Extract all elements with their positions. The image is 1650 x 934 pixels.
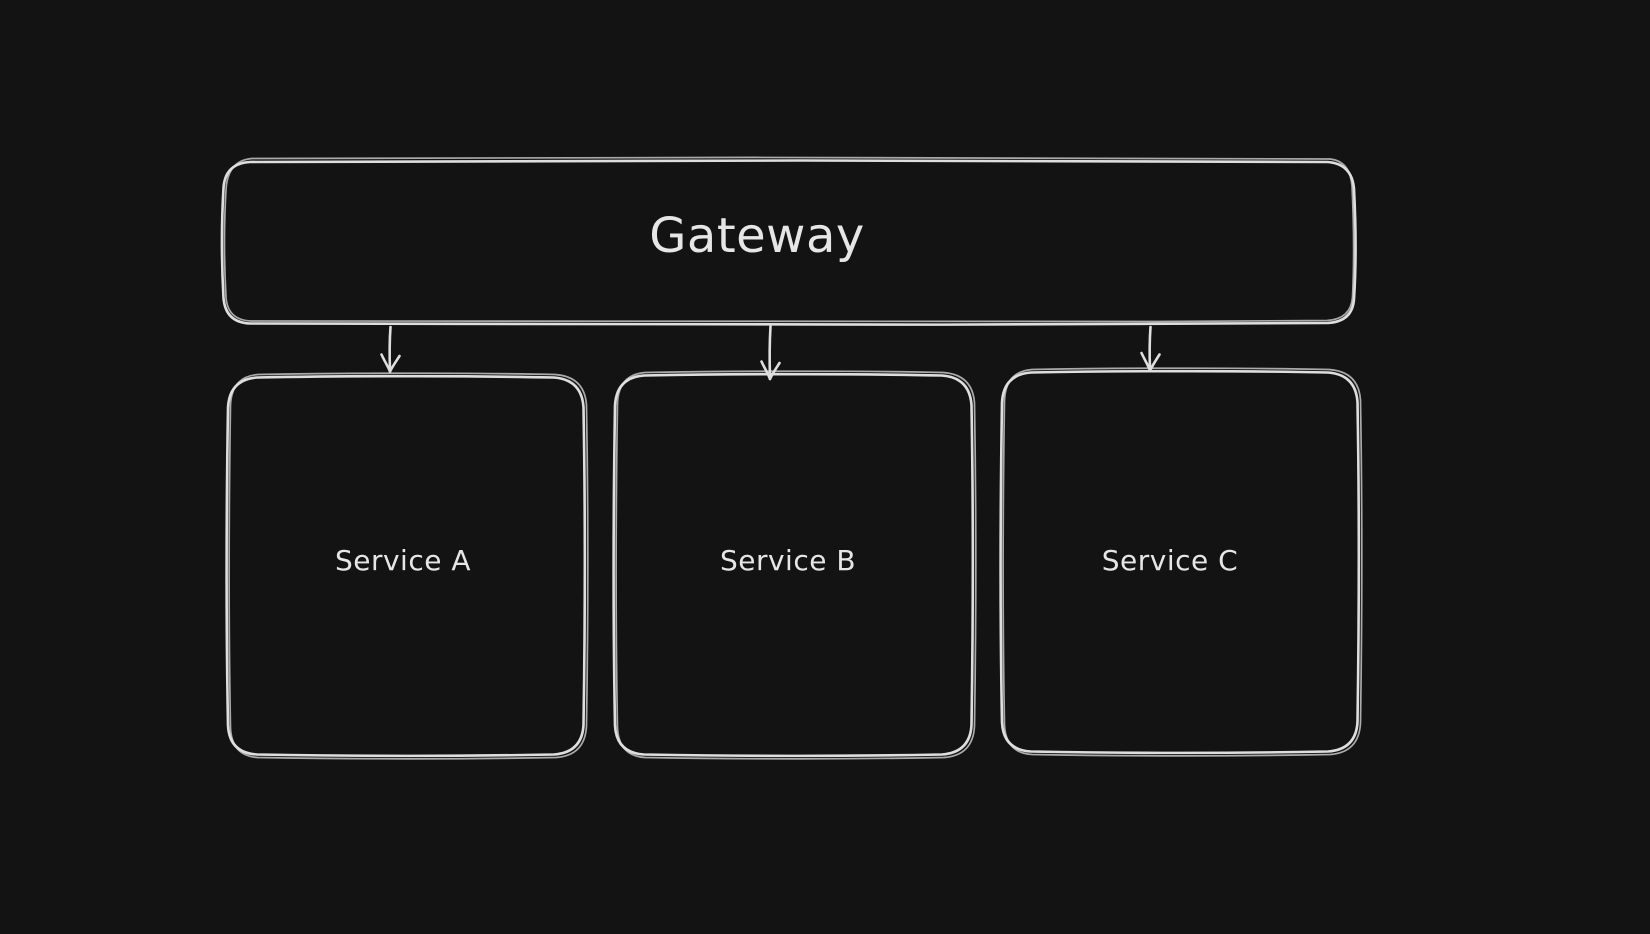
node-service-c-label: Service C xyxy=(1102,544,1238,577)
node-service-b-label: Service B xyxy=(720,544,856,577)
service-b-box-outline-2 xyxy=(615,370,977,760)
arrowhead-right xyxy=(1148,353,1161,372)
node-service-c: Service C xyxy=(999,367,1363,757)
service-a-box-outline-2 xyxy=(228,372,589,760)
service-c-box-outline-2 xyxy=(1002,367,1363,757)
service-c-box-outline xyxy=(999,369,1361,755)
gateway-box-outline xyxy=(220,159,1357,327)
service-b-box-outline xyxy=(612,372,975,758)
gateway-box-outline-2 xyxy=(223,156,1355,324)
arrow-shaft xyxy=(768,325,772,380)
arrow-gateway-to-service-c xyxy=(1140,325,1161,372)
node-service-a: Service A xyxy=(225,372,589,760)
node-service-a-label: Service A xyxy=(335,544,471,577)
node-gateway-label: Gateway xyxy=(649,208,865,264)
arrow-gateway-to-service-a xyxy=(380,325,401,373)
arrow-shaft xyxy=(1148,325,1152,371)
arrow-shaft xyxy=(388,325,392,372)
service-a-box-outline xyxy=(225,374,587,758)
node-service-b: Service B xyxy=(612,370,977,760)
node-gateway: Gateway xyxy=(220,156,1357,327)
arrowhead-right xyxy=(388,354,401,373)
